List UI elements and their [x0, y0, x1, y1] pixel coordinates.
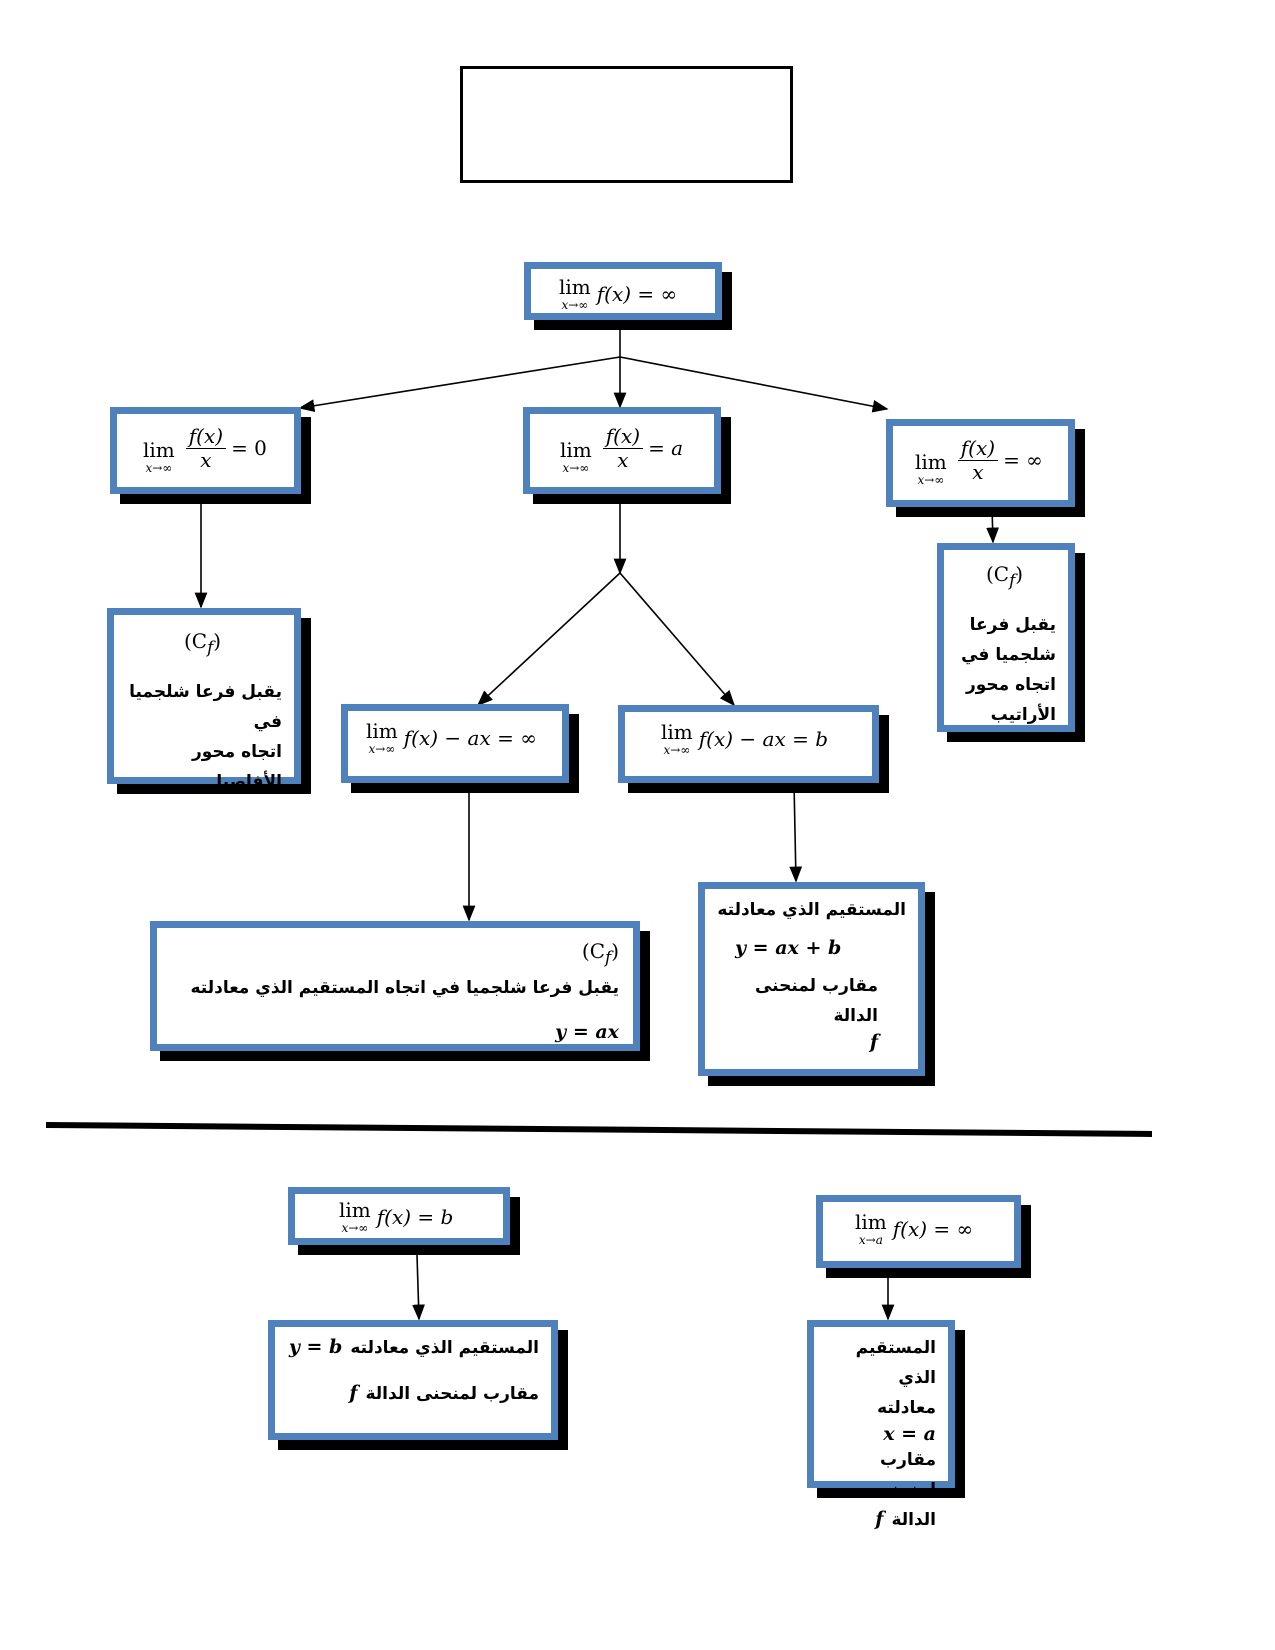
- arrow: [476, 572, 621, 707]
- lim-label: lim: [366, 719, 398, 743]
- expr: f(x) = ∞: [596, 282, 678, 306]
- rhs: = a: [648, 436, 684, 460]
- lim-sub: x→∞: [917, 473, 945, 487]
- denominator: x: [972, 459, 984, 484]
- lim-sub: x→a: [858, 1233, 883, 1247]
- asymptote-text: المستقيم الذي معادلته: [717, 900, 906, 920]
- equation-row: y = ax: [171, 1021, 619, 1043]
- asymptote-text: المستقيم الذي: [855, 1338, 936, 1388]
- expr: f(x) − ax = ∞: [403, 726, 537, 750]
- numerator: f(x): [185, 424, 227, 449]
- lim-label: lim: [339, 1198, 371, 1222]
- arrow: [298, 356, 621, 413]
- asymptote-text: معادلته: [877, 1398, 936, 1418]
- lim-sub: x→∞: [562, 461, 590, 475]
- lim-sub: x→∞: [561, 298, 589, 312]
- cf-label: (Cf): [184, 629, 222, 657]
- equation: y = ax + b: [735, 937, 842, 959]
- asymptote-text: المستقيم الذي معادلته: [350, 1338, 539, 1358]
- arrow: [986, 506, 999, 544]
- lim-label: lim: [560, 438, 592, 462]
- function-name: f: [869, 1031, 878, 1053]
- lim-label: lim: [661, 720, 693, 744]
- numerator: f(x): [957, 436, 999, 461]
- arrow: [619, 572, 736, 707]
- section-divider: [45, 1122, 1153, 1137]
- equation: x = a: [883, 1423, 936, 1445]
- oblique-asymptote-box: المستقيم الذي معادلته y = ax + b مقارب ل…: [698, 882, 925, 1076]
- rhs: = 0: [231, 436, 267, 460]
- equation: y = ax: [555, 1021, 619, 1043]
- title-box: [460, 66, 793, 183]
- function-name: f: [349, 1382, 358, 1404]
- asymptote-text: مقارب لمنحنى الدالة: [754, 976, 878, 1026]
- denominator: x: [200, 447, 212, 472]
- asymptote-text: مقارب لمنحنى: [874, 1450, 936, 1500]
- lim-label: lim: [143, 438, 175, 462]
- expr: f(x) = ∞: [892, 1217, 974, 1241]
- arrow: [619, 356, 889, 413]
- lim-label: lim: [855, 1210, 887, 1234]
- lim-sub: x→∞: [368, 742, 396, 756]
- cf-label: (Cf): [986, 562, 1024, 590]
- numerator: f(x): [602, 424, 644, 449]
- rhs: = ∞: [1003, 448, 1043, 472]
- branch-row: (Cf) يقبل فرعا شلجميا في اتجاه المستقيم …: [171, 936, 619, 1003]
- denominator: x: [617, 447, 629, 472]
- oblique-branch-box: (Cf) يقبل فرعا شلجميا في اتجاه المستقيم …: [150, 921, 640, 1051]
- vertical-asymptote-box: المستقيم الذي معادلته x = a مقارب لمنحنى…: [807, 1320, 955, 1530]
- cf-label: (Cf): [581, 939, 619, 967]
- function-name: f: [875, 1508, 884, 1530]
- asymptote-text: مقارب لمنحنى الدالة: [365, 1384, 539, 1404]
- lim-label: lim: [915, 450, 947, 474]
- lim-sub: x→∞: [341, 1221, 369, 1235]
- horizontal-asymptote-box: المستقيم الذي معادلته y = b مقارب لمنحنى…: [268, 1320, 558, 1440]
- expr: f(x) − ax = b: [698, 727, 829, 751]
- lim-sub: x→∞: [663, 743, 691, 757]
- lim-sub: x→∞: [145, 461, 173, 475]
- asymptote-text: الدالة: [891, 1510, 936, 1530]
- lim-label: lim: [559, 275, 591, 299]
- equation: y = b: [288, 1336, 343, 1358]
- arrow: [789, 782, 803, 883]
- branch-text: يقبل فرعا شلجميا في اتجاه المستقيم الذي …: [190, 978, 619, 998]
- expr: f(x) = b: [376, 1205, 454, 1229]
- arrow: [412, 1254, 425, 1321]
